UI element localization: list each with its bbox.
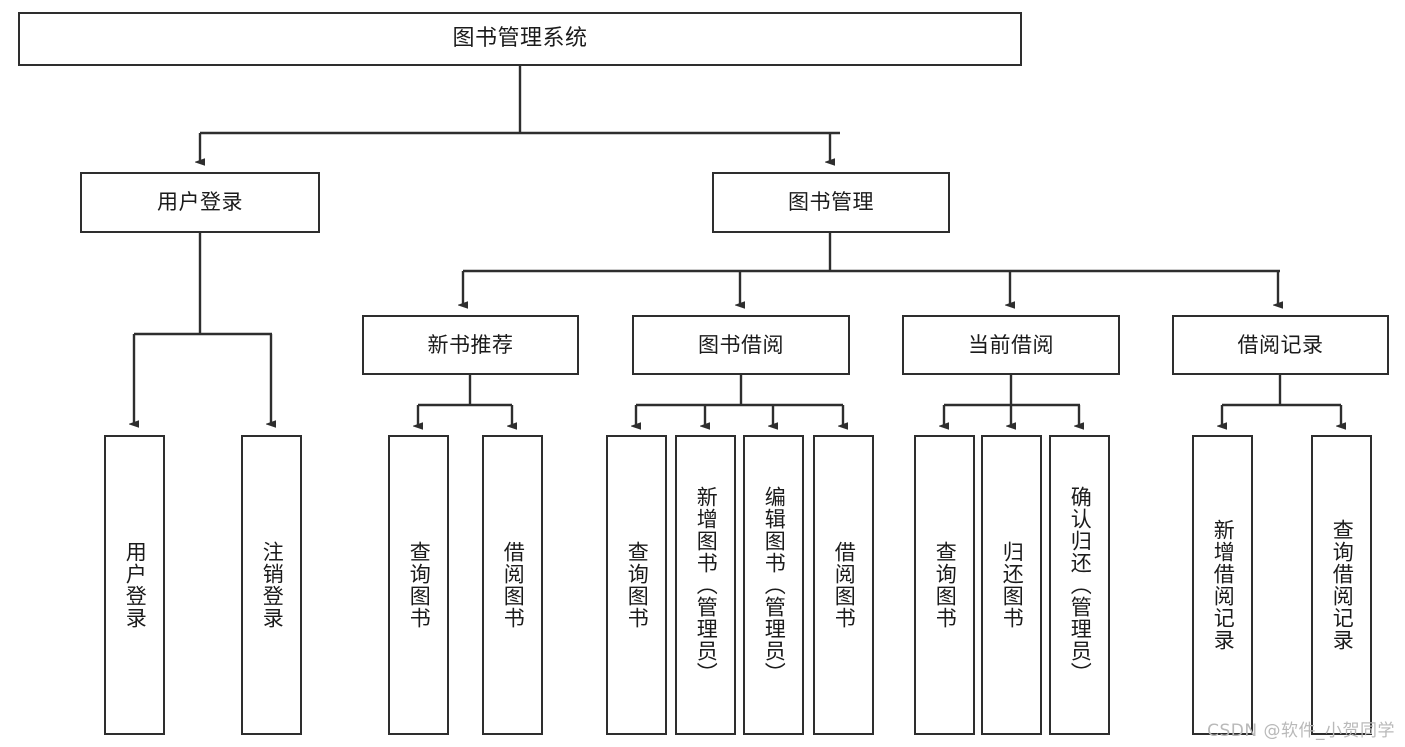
node-user-login[interactable]: 用户登录	[80, 172, 320, 233]
node-leaf-query-book-3-label: 查询图书	[933, 541, 958, 629]
node-leaf-add-book-label: 新增图书（管理员）	[694, 486, 719, 684]
node-book-borrow[interactable]: 图书借阅	[632, 315, 850, 375]
node-leaf-return-book-label: 归还图书	[1000, 541, 1025, 629]
node-leaf-logout[interactable]: 注销登录	[241, 435, 302, 735]
node-leaf-add-record-label: 新增借阅记录	[1211, 519, 1236, 651]
node-leaf-borrow-book-2[interactable]: 借阅图书	[813, 435, 874, 735]
node-leaf-query-book-2-label: 查询图书	[625, 541, 650, 629]
node-root[interactable]: 图书管理系统	[18, 12, 1022, 66]
node-leaf-edit-book-label: 编辑图书（管理员）	[762, 486, 787, 684]
node-leaf-query-record[interactable]: 查询借阅记录	[1311, 435, 1372, 735]
node-leaf-query-record-label: 查询借阅记录	[1330, 519, 1355, 651]
node-leaf-add-record[interactable]: 新增借阅记录	[1192, 435, 1253, 735]
node-book-manage-label: 图书管理	[788, 190, 874, 215]
node-root-label: 图书管理系统	[452, 26, 588, 52]
node-leaf-return-book[interactable]: 归还图书	[981, 435, 1042, 735]
node-leaf-logout-label: 注销登录	[260, 541, 285, 629]
node-leaf-edit-book[interactable]: 编辑图书（管理员）	[743, 435, 804, 735]
node-borrow-record-label: 借阅记录	[1237, 332, 1324, 357]
node-leaf-borrow-book-1[interactable]: 借阅图书	[482, 435, 543, 735]
node-new-book-rec-label: 新书推荐	[427, 332, 514, 357]
node-leaf-user-login[interactable]: 用户登录	[104, 435, 165, 735]
node-book-manage[interactable]: 图书管理	[712, 172, 950, 233]
node-leaf-borrow-book-2-label: 借阅图书	[832, 541, 857, 629]
node-leaf-query-book-1-label: 查询图书	[407, 541, 432, 629]
node-leaf-add-book[interactable]: 新增图书（管理员）	[675, 435, 736, 735]
node-leaf-user-login-label: 用户登录	[123, 541, 148, 629]
node-borrow-record[interactable]: 借阅记录	[1172, 315, 1389, 375]
node-user-login-label: 用户登录	[157, 190, 243, 215]
node-new-book-rec[interactable]: 新书推荐	[362, 315, 579, 375]
node-book-borrow-label: 图书借阅	[698, 332, 784, 357]
node-leaf-query-book-3[interactable]: 查询图书	[914, 435, 975, 735]
node-leaf-query-book-2[interactable]: 查询图书	[606, 435, 667, 735]
node-leaf-query-book-1[interactable]: 查询图书	[388, 435, 449, 735]
node-leaf-confirm-return-label: 确认归还（管理员）	[1068, 486, 1093, 684]
node-leaf-confirm-return[interactable]: 确认归还（管理员）	[1049, 435, 1110, 735]
node-current-borrow-label: 当前借阅	[968, 332, 1054, 357]
node-leaf-borrow-book-1-label: 借阅图书	[501, 541, 526, 629]
node-current-borrow[interactable]: 当前借阅	[902, 315, 1120, 375]
